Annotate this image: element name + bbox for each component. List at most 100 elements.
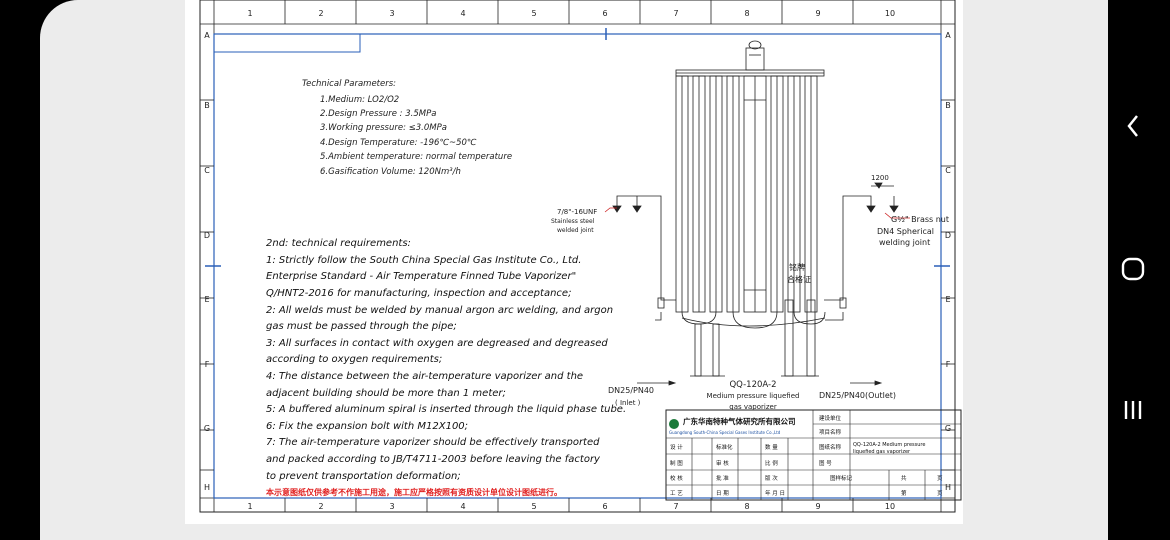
draw-label: 制 图 <box>670 459 683 467</box>
home-button[interactable] <box>1114 256 1152 282</box>
requirement-line: 3: All surfaces in contact with oxygen a… <box>266 338 608 349</box>
row-label: C <box>945 166 951 175</box>
nameplate-label: 合格证 <box>787 274 811 284</box>
page-label: 页 <box>937 475 943 482</box>
back-icon <box>1127 115 1138 137</box>
company-logo <box>669 419 679 429</box>
drawing-name-value: liquefied gas vaporizer <box>853 449 911 455</box>
vaporizer-drawing <box>604 40 910 386</box>
back-button[interactable] <box>1114 114 1152 138</box>
col-label: 8 <box>744 9 749 18</box>
requirement-line: 7: The air-temperature vaporizer should … <box>266 437 600 448</box>
inlet-sub: ( Inlet ) <box>615 399 641 407</box>
row-label: F <box>946 360 951 369</box>
requirement-line: 2: All welds must be welded by manual ar… <box>266 305 613 316</box>
caption-line: gas vaporizer <box>729 403 777 411</box>
drawing-no-label: 图 号 <box>819 459 832 467</box>
date-label: 日 期 <box>716 490 729 497</box>
red-disclaimer: 本示意图纸仅供参考不作施工用途，施工应严格按照有资质设计单位设计图纸进行。 <box>265 487 562 497</box>
construct-unit-label: 建设单位 <box>819 414 842 422</box>
requirement-line: 4: The distance between the air-temperat… <box>266 371 583 382</box>
col-label: 7 <box>673 502 678 511</box>
row-label: H <box>945 483 951 492</box>
check-label: 校 核 <box>670 474 683 482</box>
row-label: H <box>204 483 210 492</box>
requirement-line: gas must be passed through the pipe; <box>266 321 457 332</box>
col-label: 2 <box>318 502 323 511</box>
tech-param-item: 1.Medium: LO2/O2 <box>320 95 399 105</box>
col-label: 10 <box>885 9 895 18</box>
row-label: B <box>945 101 951 110</box>
tech-param-item: 5.Ambient temperature: normal temperatur… <box>320 152 512 162</box>
col-label: 5 <box>531 9 536 18</box>
drawing-name-label: 图纸名称 <box>819 443 842 451</box>
row-label: G <box>204 424 210 433</box>
requirements-heading: 2nd: technical requirements: <box>266 238 411 249</box>
model-label: QQ-120A-2 <box>729 380 776 390</box>
left-callout-sub: welded joint <box>557 227 594 234</box>
requirement-line: to prevent transportation deformation; <box>266 471 461 482</box>
approve-label: 批 准 <box>716 474 729 482</box>
page-label: 页 <box>937 490 943 497</box>
project-name-label: 项目名称 <box>819 428 842 436</box>
tech-param-item: 6.Gasification Volume: 120Nm³/h <box>320 167 461 177</box>
title-block: 广东华南特种气体研究所有限公司 Guangdong South-China Sp… <box>665 409 962 501</box>
col-label: 9 <box>815 9 820 18</box>
row-label: G <box>945 424 951 433</box>
review-label: 审 核 <box>716 459 729 467</box>
row-label: A <box>204 31 210 40</box>
nameplate-label: 铭牌 <box>789 262 805 272</box>
requirement-line: according to oxygen requirements; <box>266 354 442 365</box>
engineering-drawing: 1 2 3 4 5 6 7 8 9 10 1 2 3 4 5 6 7 8 9 1… <box>199 0 962 513</box>
document-viewer[interactable]: 1 2 3 4 5 6 7 8 9 10 1 2 3 4 5 6 7 8 9 1… <box>40 0 1108 540</box>
recents-icon <box>1124 401 1142 419</box>
left-callout: 7/8"-16UNF <box>557 208 597 216</box>
outer-frame <box>199 0 956 513</box>
process-label: 工 艺 <box>670 490 683 497</box>
tech-param-item: 3.Working pressure: ≤3.0MPa <box>320 123 447 133</box>
drawing-page[interactable]: 1 2 3 4 5 6 7 8 9 10 1 2 3 4 5 6 7 8 9 1… <box>185 0 963 524</box>
col-label: 4 <box>460 502 465 511</box>
requirement-line: and packed according to JB/T4711-2003 be… <box>266 454 601 465</box>
requirement-line: 1: Strictly follow the South China Speci… <box>266 255 581 266</box>
row-label: B <box>204 101 210 110</box>
inlet-label: DN25/PN40 <box>608 386 654 395</box>
company-name-en: Guangdong South-China Special Gases Inst… <box>669 430 781 435</box>
version-label: 版 次 <box>765 474 778 482</box>
quantity-label: 数 量 <box>765 443 778 451</box>
drawing-labels: 7/8"-16UNF Stainless steel welded joint … <box>551 174 949 411</box>
col-label: 2 <box>318 9 323 18</box>
total-label: 共 <box>901 474 907 482</box>
technical-requirements: 2nd: technical requirements: 1: Strictly… <box>266 238 626 482</box>
right-callout-sub: welding joint <box>879 238 930 247</box>
design-label: 设 计 <box>670 443 683 451</box>
scale-label: 比 例 <box>765 459 778 467</box>
col-label: 1 <box>247 502 252 511</box>
row-label: A <box>945 31 951 40</box>
col-label: 3 <box>389 9 394 18</box>
row-label: E <box>204 295 209 304</box>
recents-button[interactable] <box>1114 398 1152 422</box>
requirement-line: Q/HNT2-2016 for manufacturing, inspectio… <box>266 288 571 299</box>
row-label: F <box>205 360 210 369</box>
requirement-line: 5: A buffered aluminum spiral is inserte… <box>266 404 626 415</box>
right-callout: G½" Brass nut <box>891 215 949 224</box>
col-label: 7 <box>673 9 678 18</box>
sheet-label: 第 <box>901 489 907 497</box>
technical-parameters: Technical Parameters: 1.Medium: LO2/O2 2… <box>302 79 512 177</box>
col-label: 8 <box>744 502 749 511</box>
col-label: 6 <box>602 502 607 511</box>
company-name-cn: 广东华南特种气体研究所有限公司 <box>683 416 796 426</box>
col-label: 6 <box>602 9 607 18</box>
col-label: 9 <box>815 502 820 511</box>
left-callout-sub: Stainless steel <box>551 218 595 225</box>
drawing-name-value: QQ-120A-2 Medium pressure <box>853 442 925 448</box>
row-label: E <box>945 295 950 304</box>
col-label: 5 <box>531 502 536 511</box>
home-icon <box>1121 257 1145 281</box>
row-label: D <box>204 231 210 240</box>
col-label: 4 <box>460 9 465 18</box>
sheet-mark-label: 图样标记 <box>830 474 853 482</box>
requirement-line: adjacent building should be more than 1 … <box>266 388 506 399</box>
date-format: 年 月 日 <box>765 489 785 497</box>
